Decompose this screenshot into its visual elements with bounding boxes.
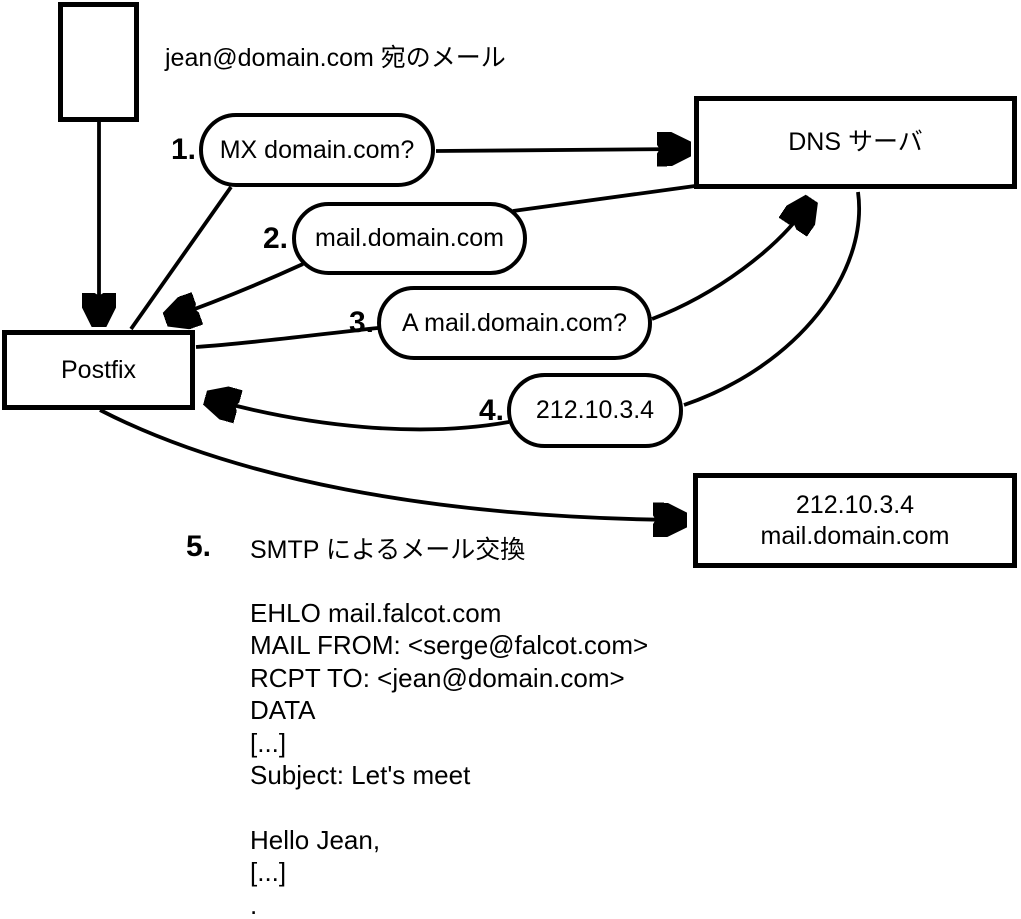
step-1-number: 1. — [170, 133, 196, 166]
a-query-pill: A mail.domain.com? — [377, 286, 652, 360]
mx-answer-pill: mail.domain.com — [292, 202, 527, 275]
step-5-label: SMTP によるメール交換 — [250, 536, 526, 564]
mail-server-hostname: mail.domain.com — [760, 521, 950, 550]
step-5-number: 5. — [186, 530, 212, 563]
arrow-mx-answer-to-postfix — [170, 262, 304, 318]
mx-query-label: MX domain.com? — [219, 135, 415, 164]
incoming-mail-box — [58, 2, 139, 122]
arrow-mx-query-to-dns — [435, 149, 686, 151]
mx-query-pill: MX domain.com? — [199, 113, 435, 187]
smtp-line: Subject: Let's meet — [250, 759, 471, 790]
postfix-box: Postfix — [2, 330, 195, 410]
a-query-label: A mail.domain.com? — [401, 308, 628, 337]
smtp-line: . — [250, 889, 258, 919]
smtp-line: [...] — [250, 857, 287, 888]
line-dns-to-mx-answer — [512, 184, 696, 213]
smtp-line: RCPT TO: <jean@domain.com> — [250, 662, 625, 693]
smtp-line: [...] — [250, 727, 287, 758]
mail-server-box: 212.10.3.4 mail.domain.com — [693, 473, 1017, 568]
smtp-line — [250, 791, 648, 823]
step-2-number: 2. — [262, 221, 288, 255]
mx-answer-label: mail.domain.com — [315, 224, 504, 252]
step-4-number: 4. — [478, 393, 504, 427]
incoming-mail-label: jean@domain.com 宛のメール — [165, 44, 506, 72]
dns-server-label: DNS サーバ — [788, 128, 923, 156]
a-answer-pill: 212.10.3.4 — [507, 373, 683, 448]
line-postfix-to-a-query — [195, 326, 379, 349]
smtp-line: MAIL FROM: <serge@falcot.com> — [250, 630, 649, 661]
smtp-line: Hello Jean, — [250, 824, 381, 855]
step-3-number: 3. — [348, 306, 374, 339]
postfix-label: Postfix — [60, 355, 137, 384]
mail-server-ip: 212.10.3.4 — [795, 490, 915, 519]
arrow-a-query-to-dns — [651, 203, 809, 321]
arrow-a-answer-to-postfix — [210, 399, 510, 432]
a-answer-label: 212.10.3.4 — [535, 396, 655, 424]
smtp-line: DATA — [250, 695, 316, 726]
smtp-line: EHLO mail.falcot.com — [250, 598, 502, 628]
line-dns-to-a-answer — [683, 191, 861, 407]
smtp-session-transcript: EHLO mail.falcot.com MAIL FROM: <serge@f… — [250, 597, 648, 919]
line-postfix-to-mx-query — [129, 185, 233, 331]
arrow-smtp-exchange-to-mailserver — [99, 408, 682, 520]
dns-server-box: DNS サーバ — [694, 96, 1017, 189]
